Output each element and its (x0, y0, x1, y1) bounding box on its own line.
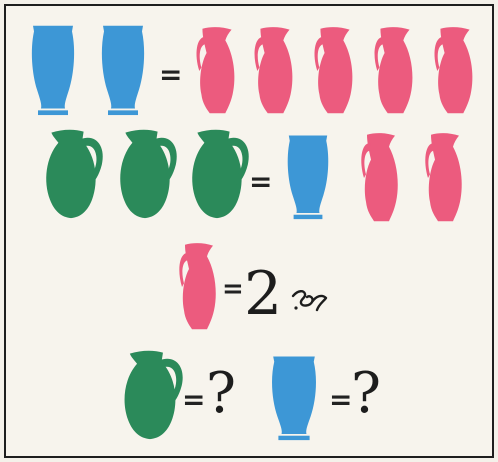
equals-sign: = (329, 386, 352, 414)
green-jug-icon (110, 128, 180, 220)
green-jug-icon (114, 349, 186, 441)
pink-pitcher-icon (420, 132, 470, 224)
blue-vase-icon (268, 353, 320, 441)
equals-sign: = (182, 386, 205, 414)
blue-vase-icon (28, 22, 78, 116)
answer-mark: ? (351, 366, 381, 422)
equals-sign: = (159, 61, 182, 89)
puzzle-frame: = = = 2 = ? = ? (4, 4, 494, 458)
currency-symbol-icon (290, 288, 330, 314)
pink-pitcher-icon (356, 132, 406, 224)
green-jug-icon (182, 128, 252, 220)
green-jug-icon (36, 128, 106, 220)
blue-vase-icon (98, 22, 148, 116)
pink-pitcher-icon (191, 26, 243, 116)
pink-pitcher-icon (174, 242, 224, 332)
blue-vase-icon (284, 132, 332, 220)
equals-sign: = (222, 276, 244, 302)
pink-pitcher-icon (249, 26, 301, 116)
price-value: 2 (244, 264, 282, 324)
pink-pitcher-icon (309, 26, 361, 116)
pink-pitcher-icon (369, 26, 421, 116)
pink-pitcher-icon (429, 26, 481, 116)
equals-sign: = (249, 168, 272, 196)
answer-mark: ? (206, 366, 236, 422)
